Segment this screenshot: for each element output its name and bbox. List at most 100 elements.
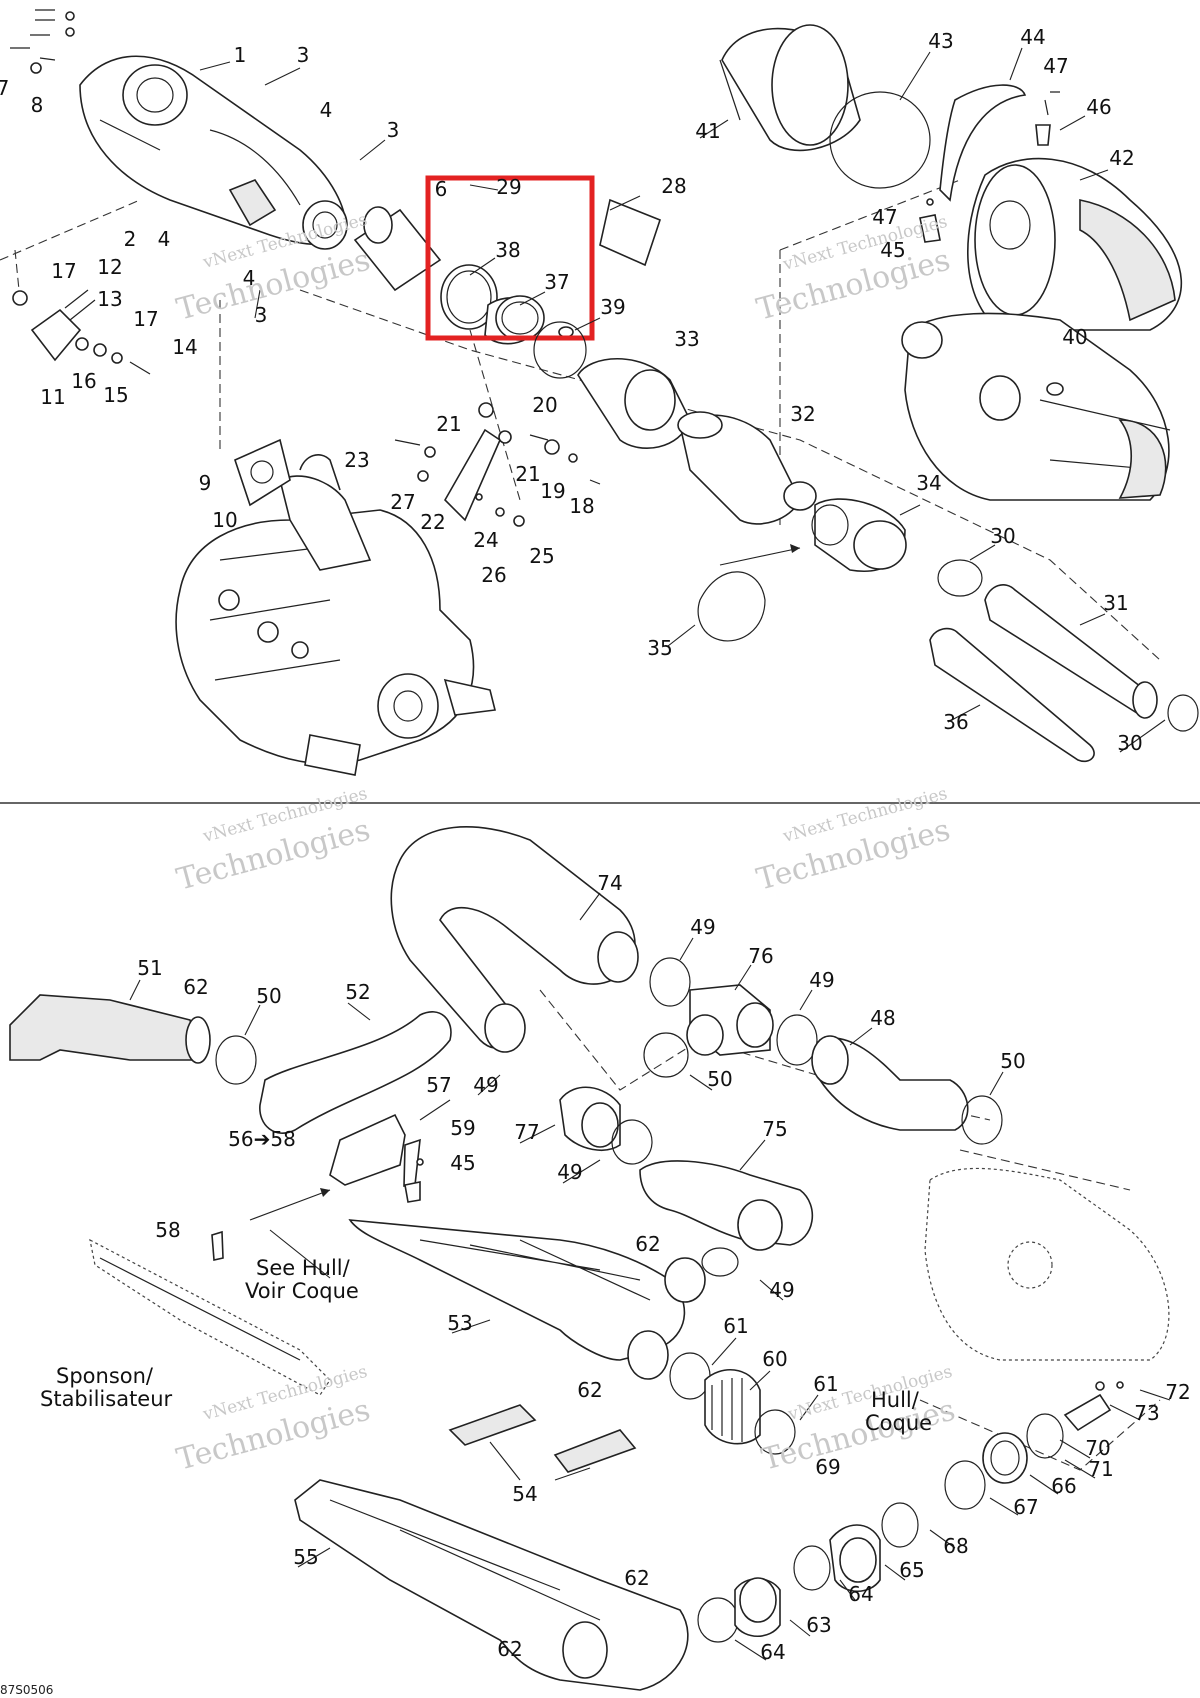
part-number-label: 3 (255, 303, 268, 327)
bottom-centerlines (539, 989, 1161, 1471)
sleeve-63 (734, 1577, 781, 1638)
diagram-code: 87S0506 (0, 1683, 53, 1697)
part-number-label: 55 (293, 1545, 318, 1569)
part-number-label: 62 (577, 1378, 602, 1402)
sponson-note-fr: Stabilisateur (40, 1387, 173, 1411)
part-number-label: 66 (1051, 1474, 1076, 1498)
part-number-label: 51 (137, 956, 162, 980)
part-number-label: 45 (880, 238, 905, 262)
resonator-32 (677, 411, 817, 525)
bracket-45-47 (919, 198, 941, 243)
part-number-label: 49 (473, 1073, 498, 1097)
part-number-label: 13 (97, 287, 122, 311)
clamp-49-a (649, 957, 691, 1007)
part-number-label: 64 (848, 1582, 873, 1606)
part-number-label: 16 (71, 369, 96, 393)
part-number-label: 31 (1103, 591, 1128, 615)
sleeve-60 (704, 1368, 761, 1445)
part-number-label: 15 (103, 383, 128, 407)
part-number-label: 14 (172, 335, 197, 359)
part-number-label: 39 (600, 295, 625, 319)
muffler-expansion-chamber (79, 55, 348, 250)
part-number-label: 22 (420, 510, 445, 534)
clamp-50-mid (643, 1032, 689, 1078)
part-number-label: 49 (690, 915, 715, 939)
silencer-41-shell (719, 24, 861, 152)
part-number-label: 45 (450, 1151, 475, 1175)
fitting-65 (829, 1524, 881, 1593)
part-number-label: 29 (496, 175, 521, 199)
see-hull-note: See Hull/ (256, 1256, 351, 1280)
part-number-label: 11 (40, 385, 65, 409)
hose-48 (811, 1035, 969, 1131)
part-number-label: 73 (1134, 1401, 1159, 1425)
leader-lines (129, 47, 1171, 1661)
part-number-label: 3 (387, 118, 400, 142)
bracket-assembly-left (12, 289, 151, 375)
hose-31 (984, 584, 1158, 719)
pipe-6 (353, 206, 442, 292)
manifold-gasket-9 (234, 438, 291, 507)
clamp-parts-37-38-39 (440, 198, 661, 345)
part-number-label: 65 (899, 1558, 924, 1582)
part-number-label: 49 (809, 968, 834, 992)
clamp-49-d (701, 1247, 739, 1277)
part-number-label: 61 (813, 1372, 838, 1396)
part-number-label: 2 (124, 227, 137, 251)
part-number-label: 6 (435, 177, 448, 201)
part-number-label: 53 (447, 1311, 472, 1335)
part-number-label: 20 (532, 393, 557, 417)
part-number-label: 49 (769, 1278, 794, 1302)
part-number-label: 49 (557, 1160, 582, 1184)
part-number-label: 3 (297, 43, 310, 67)
part-number-label: 42 (1109, 146, 1134, 170)
part-number-label: 50 (707, 1067, 732, 1091)
sponson-note: Sponson/ (56, 1364, 154, 1388)
part-number-label: 75 (762, 1117, 787, 1141)
hose-75 (639, 1160, 814, 1251)
part-number-label: 48 (870, 1006, 895, 1030)
arrows (249, 544, 801, 1279)
part-number-label: 30 (990, 524, 1015, 548)
part-number-label: 21 (436, 412, 461, 436)
part-number-label: 61 (723, 1314, 748, 1338)
part-number-label: 10 (212, 508, 237, 532)
part-number-label: 62 (183, 975, 208, 999)
pads-54 (448, 1404, 637, 1481)
coupler-77 (559, 1086, 621, 1151)
part-number-label: 18 (569, 494, 594, 518)
part-number-label: 62 (497, 1637, 522, 1661)
part-number-label: 77 (514, 1120, 539, 1144)
part-number-label: 57 (426, 1073, 451, 1097)
silencer-outline-bottom (924, 1167, 1170, 1361)
assembly-centerlines (0, 179, 1161, 661)
gasket-67 (944, 1460, 986, 1510)
coupler-34 (811, 498, 907, 572)
part-number-label: 43 (928, 29, 953, 53)
part-number-label: 56➔58 (228, 1127, 296, 1151)
part-number-label: 28 (661, 174, 686, 198)
part-number-label: 41 (695, 119, 720, 143)
part-number-label: 50 (1000, 1049, 1025, 1073)
hull-note-fr: Coque (865, 1411, 932, 1435)
part-number-label: 76 (748, 944, 773, 968)
duct-51 (9, 994, 211, 1064)
part-number-label: 36 (943, 710, 968, 734)
pipe-33 (577, 358, 691, 449)
part-number-label: 62 (624, 1566, 649, 1590)
pipe-74 (390, 826, 639, 1053)
part-number-label: 50 (256, 984, 281, 1008)
part-number-label: 4 (320, 98, 333, 122)
clamp-30-lower (1167, 694, 1199, 732)
part-number-label: 17 (51, 259, 76, 283)
part-number-label: 21 (515, 462, 540, 486)
part-number-label: 7 (0, 76, 9, 100)
part-number-label: 58 (155, 1218, 180, 1242)
ring-71 (1026, 1413, 1064, 1459)
part-number-label: 4 (243, 266, 256, 290)
gasket-35 (697, 571, 766, 642)
part-number-label: 24 (473, 528, 498, 552)
ring-61-a (669, 1352, 711, 1400)
clamp-49-b (776, 1014, 818, 1066)
